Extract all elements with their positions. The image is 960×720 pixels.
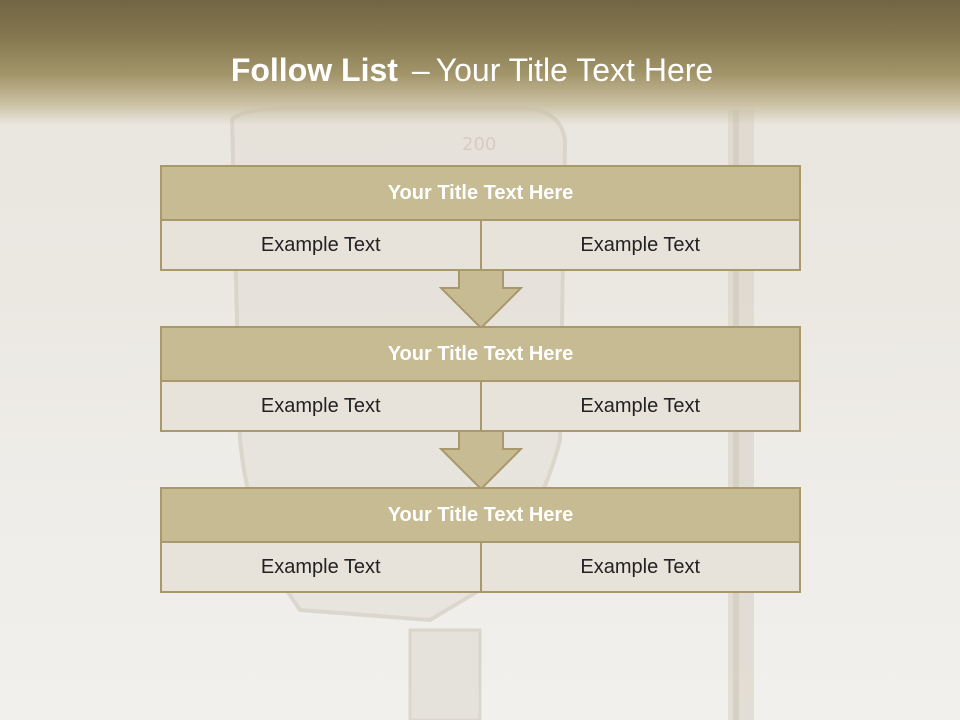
- page-title-separator: –: [411, 52, 430, 88]
- block-cell-left[interactable]: Example Text: [160, 221, 482, 271]
- block-cell-left[interactable]: Example Text: [160, 543, 482, 593]
- down-arrow-icon: [439, 270, 523, 330]
- header-band: [0, 0, 960, 125]
- block-cell-right[interactable]: Example Text: [481, 543, 801, 593]
- page-title-bold: Follow List: [230, 52, 398, 88]
- block-row: Example Text Example Text: [160, 543, 801, 593]
- block-title[interactable]: Your Title Text Here: [160, 165, 801, 221]
- follow-block-3: Your Title Text Here Example Text Exampl…: [160, 487, 801, 593]
- block-cell-right[interactable]: Example Text: [481, 221, 801, 271]
- block-cell-right[interactable]: Example Text: [481, 382, 801, 432]
- block-row: Example Text Example Text: [160, 382, 801, 432]
- follow-block-2: Your Title Text Here Example Text Exampl…: [160, 326, 801, 432]
- block-row: Example Text Example Text: [160, 221, 801, 271]
- down-arrow-icon: [439, 431, 523, 491]
- block-cell-left[interactable]: Example Text: [160, 382, 482, 432]
- page-title-rest: Your Title Text Here: [435, 52, 714, 88]
- follow-block-1: Your Title Text Here Example Text Exampl…: [160, 165, 801, 271]
- page-title: Follow List–Your Title Text Here: [0, 52, 944, 89]
- block-title[interactable]: Your Title Text Here: [160, 326, 801, 382]
- svg-text:200: 200: [462, 134, 496, 155]
- block-title[interactable]: Your Title Text Here: [160, 487, 801, 543]
